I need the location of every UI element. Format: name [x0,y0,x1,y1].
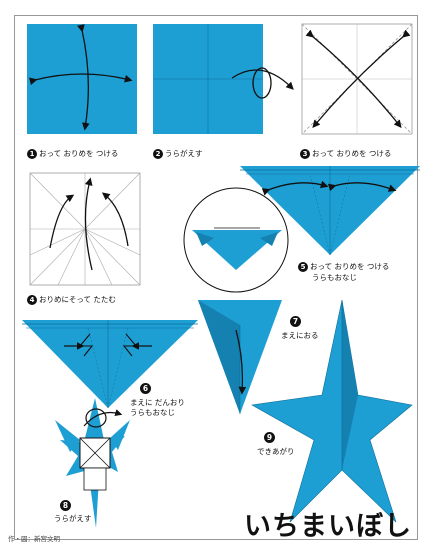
diagram-title: いちまいぼし [244,511,412,542]
diagram-frame [14,15,418,540]
step2-number: 2 [153,149,163,159]
step9-text: できあがり [257,447,295,456]
step5-figure [183,166,420,293]
step8-figure [55,398,130,528]
header-strip [0,0,430,13]
credit-text: 作・図：新宮文明 [8,535,60,543]
step8-number: 8 [60,500,71,511]
step7-text: まえにおる [281,331,319,340]
step4-figure [29,172,141,286]
step7-number: 7 [290,316,301,327]
step1-figure [27,24,137,134]
step9-number: 9 [264,432,275,443]
step6-subtext: うらもおなじ [130,408,175,417]
step6-number: 6 [140,383,151,394]
step3-figure [301,23,413,135]
step4-text: おりめにそって たたむ [39,295,116,304]
step6-figure [22,320,198,409]
step3-text: おって おりめを つける [312,149,392,158]
step5-subtext: うらもおなじ [312,273,357,282]
step1-number: 1 [27,149,37,159]
step4-number: 4 [27,295,37,305]
step1-text: おって おりめを つける [39,149,119,158]
step5-number: 5 [298,262,308,272]
step6-text: まえに だんおり [130,398,185,407]
step2-figure [153,24,294,134]
step8-text: うらがえす [54,514,92,523]
step7-figure [198,300,282,414]
step9-figure [251,299,413,523]
step2-text: うらがえす [165,149,203,158]
step5-text: おって おりめを つける [310,262,390,271]
step3-number: 3 [300,149,310,159]
